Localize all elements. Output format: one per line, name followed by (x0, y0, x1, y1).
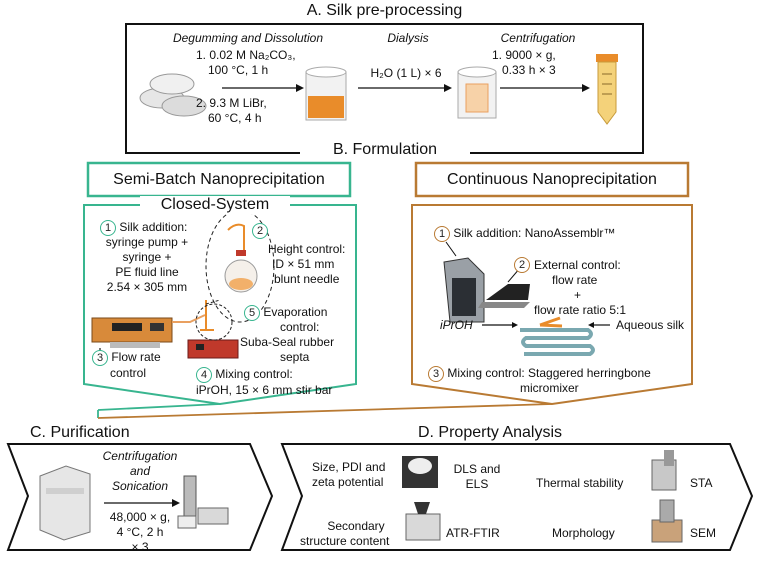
step-badge: 1 (100, 220, 116, 236)
morphology-label: Morphology (552, 526, 615, 540)
sonicator-icon (177, 475, 229, 529)
degumming-heading: Degumming and Dissolution (172, 31, 324, 45)
silk-cocoons-icon (139, 73, 207, 117)
dls-icon (402, 456, 438, 488)
evap-line4: septa (280, 350, 310, 364)
section-d-panel (280, 443, 754, 551)
cont-mix-label: 3 Mixing control: Staggered herringbone (428, 366, 651, 382)
purif-line5: 4 °C, 2 h (116, 525, 164, 539)
step-badge: 5 (244, 305, 260, 321)
thermal-label: Thermal stability (536, 476, 624, 490)
section-b-title: B. Formulation (300, 141, 470, 159)
sta-label: STA (690, 476, 713, 490)
nanoassemblr-device-icon (443, 257, 485, 323)
evap-line1: Evaporation (263, 305, 328, 320)
purif-line3: Sonication (111, 479, 169, 493)
evap-line3: Suba-Seal rubber (240, 335, 335, 349)
silk-line3: syringe + (122, 250, 172, 264)
flow-label: 3 Flow rate (92, 350, 161, 366)
centrifuge-tube-icon (596, 54, 618, 125)
continuous-title-box (414, 161, 690, 198)
silk-line1: Silk addition: (119, 220, 188, 235)
cont-mix-line2: micromixer (520, 381, 579, 395)
continuous-panel (411, 204, 693, 406)
ftir-label: ATR-FTIR (446, 526, 500, 540)
degum-line4: 60 °C, 4 h (208, 111, 262, 125)
dialysis-line: H₂O (1 L) × 6 (370, 66, 442, 80)
mix-line2: iPrOH, 15 × 6 mm stir bar (196, 383, 333, 397)
step-badge: 1 (434, 226, 450, 242)
mix-line1: Mixing control: (215, 367, 293, 382)
section-d-title: D. Property Analysis (417, 424, 563, 441)
degum-line3: 2. 9.3 M LiBr, (196, 96, 267, 110)
syringe-pump-icon (91, 317, 173, 358)
centrifugation-heading: Centrifugation (500, 31, 576, 45)
purif-line2: and (129, 464, 151, 478)
section-c-title: C. Purification (30, 424, 130, 441)
degum-line1: 1. 0.02 M Na₂CO₃, (196, 48, 296, 62)
height-line2: ID × 51 mm (272, 257, 335, 271)
section-a-title: A. Silk pre-processing (306, 2, 463, 19)
centri-line1: 1. 9000 × g, (492, 48, 556, 62)
flow-line2: control (110, 366, 147, 380)
centrifuge-machine-icon (39, 465, 91, 541)
centri-line2: 0.33 h × 3 (502, 63, 556, 77)
semi-batch-panel (83, 204, 357, 406)
mix-label: 4 Mixing control: (196, 367, 293, 383)
ext-line1: External control: (534, 258, 621, 272)
continuous-title: Continuous Nanoprecipitation (447, 171, 657, 188)
cont-silk-label: 1 Silk addition: NanoAssemblr™ (434, 226, 615, 242)
iproh-label: iPrOH (440, 318, 473, 332)
zoom-region (205, 209, 275, 323)
evap-line2: control: (280, 320, 320, 334)
beaker-orange-icon (305, 66, 347, 121)
height-line1: Height control: (268, 242, 346, 256)
sem-icon (651, 499, 683, 543)
aqueous-silk-label: Aqueous silk (616, 318, 685, 332)
stir-plate-icon (187, 339, 239, 359)
dls-line2: ELS (465, 477, 489, 491)
step-badge: 2 (252, 222, 268, 239)
ext-line3: + (574, 288, 582, 302)
step-badge: 4 (196, 367, 212, 383)
semi-batch-title: Semi-Batch Nanoprecipitation (113, 171, 325, 188)
silk-line4: PE fluid line (115, 265, 179, 279)
degum-line2: 100 °C, 1 h (208, 63, 269, 77)
closed-system-title: Closed-System (140, 196, 290, 214)
purif-line4: 48,000 × g, (109, 510, 171, 524)
cont-mix-line1: Mixing control: Staggered herringbone (447, 366, 651, 381)
cont-silk-text: Silk addition: NanoAssemblr™ (453, 226, 616, 241)
silk-line2: syringe pump + (105, 235, 189, 249)
height-line3: blunt needle (274, 272, 340, 286)
atr-ftir-icon (405, 502, 441, 541)
sta-icon (651, 450, 677, 491)
dialysis-heading: Dialysis (387, 31, 429, 45)
section-c-panel (6, 443, 274, 551)
step-badge: 3 (428, 366, 444, 382)
size-line2: zeta potential (312, 475, 384, 489)
purif-line6: × 3 (131, 540, 149, 554)
silk-line5: 2.54 × 305 mm (106, 280, 188, 294)
dialysis-beaker-icon (457, 66, 497, 119)
step-badge: 3 (92, 350, 108, 366)
silk-addition-label: 1 Silk addition: (100, 220, 187, 236)
evap-label: 5 Evaporation (244, 305, 327, 321)
laptop-icon (478, 284, 530, 308)
flask-icon (224, 223, 258, 293)
size-line1: Size, PDI and (312, 460, 386, 474)
dls-line1: DLS and (453, 462, 501, 476)
purif-line1: Centrifugation (102, 449, 178, 463)
ext-line4: flow rate ratio 5:1 (534, 303, 627, 317)
sec-line2: structure content (300, 534, 390, 548)
flow-line1: Flow rate (111, 350, 161, 365)
micromixer-icon (482, 316, 610, 356)
ext-line2: flow rate (552, 273, 598, 287)
sem-label: SEM (690, 526, 717, 540)
sec-line1: Secondary (327, 519, 385, 533)
step-badge: 2 (514, 256, 530, 273)
